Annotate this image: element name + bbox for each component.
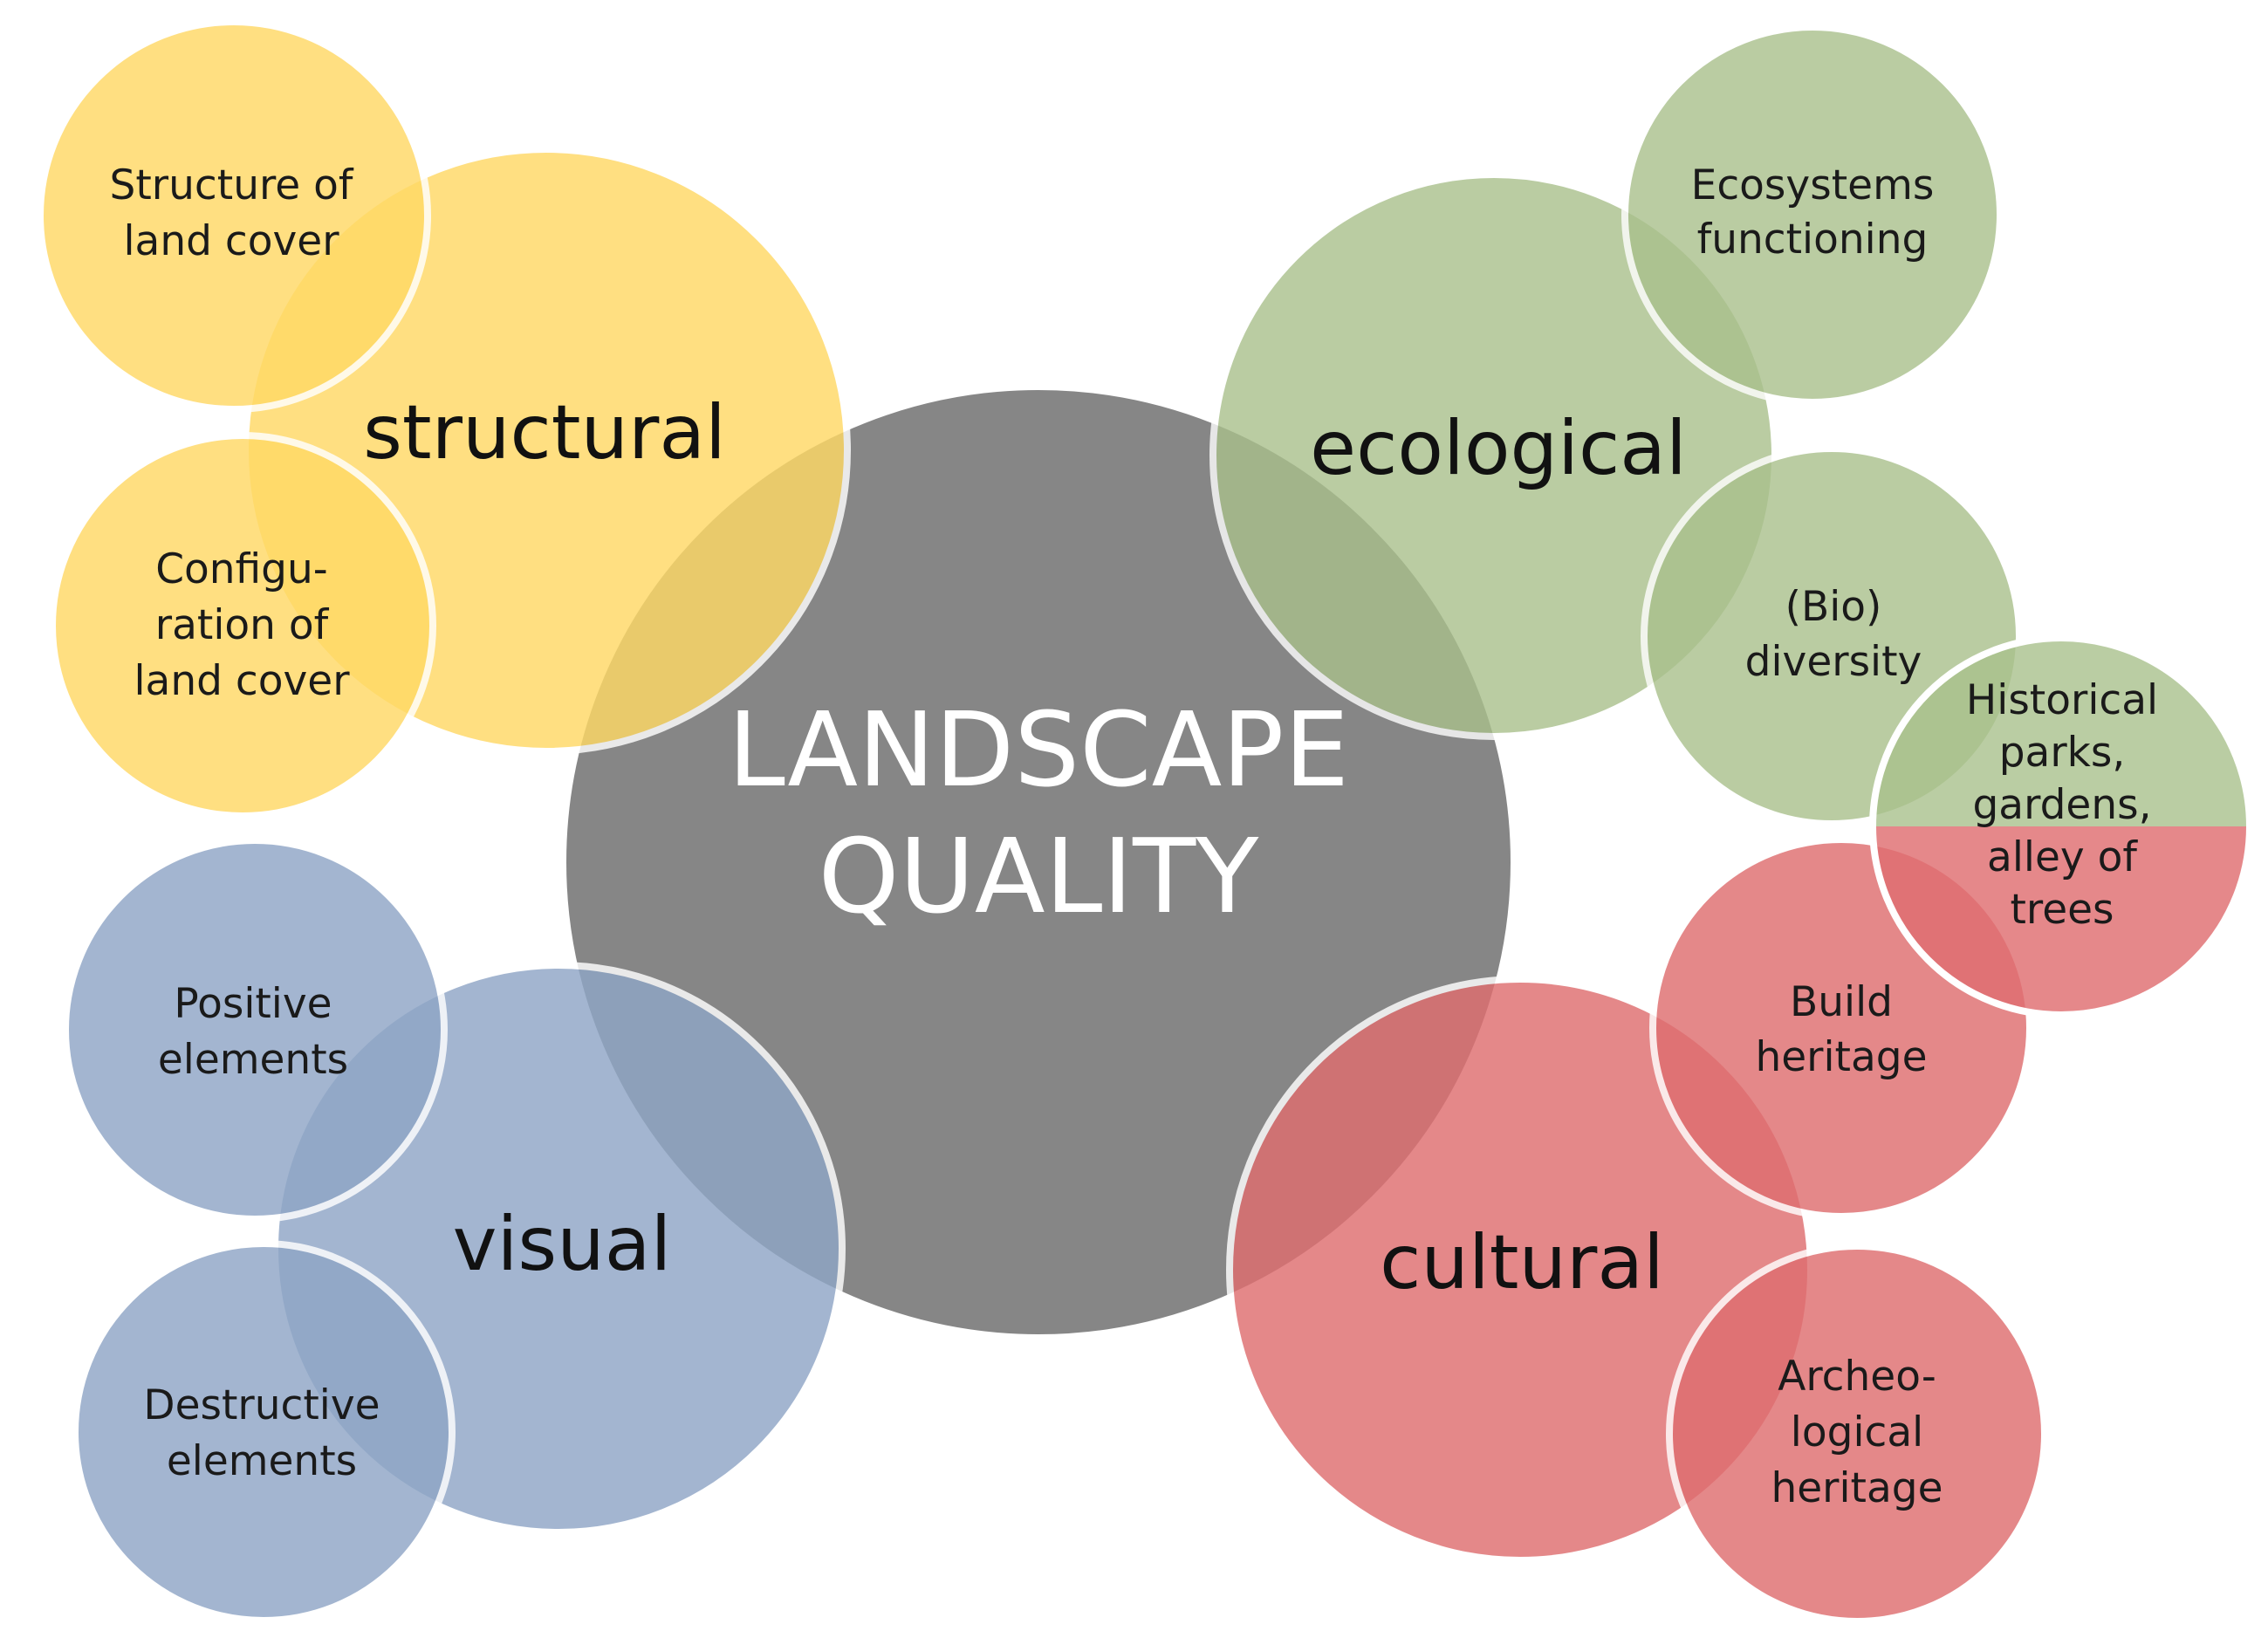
shared-label-line: gardens, [1972, 781, 2151, 829]
shared-label-line: trees [2010, 886, 2114, 934]
build-heritage-label: Build heritage [1755, 978, 1927, 1081]
destructive-elements-label-line: Destructive [143, 1381, 380, 1429]
archeological-heritage-label: Archeo-logical heritage [1771, 1353, 1943, 1512]
build-heritage-label-line: Build [1790, 978, 1893, 1026]
configuration-of-land-cover-circle [49, 432, 436, 819]
build-heritage-label-line: heritage [1755, 1033, 1927, 1081]
configuration-of-land-cover-label: Configu-ration of land cover [134, 545, 350, 705]
shared-label-line: parks, [1999, 729, 2126, 777]
destructive-elements-label-line: elements [167, 1437, 357, 1485]
archeological-heritage-circle [1666, 1243, 2048, 1625]
ecosystems-functioning-label: Ecosystems functioning [1691, 161, 1935, 264]
positive-elements-label-line: elements [158, 1036, 348, 1084]
archeological-heritage-label-line: heritage [1771, 1464, 1943, 1512]
positive-elements-label: Positive elements [158, 980, 348, 1084]
destructive-elements-label: Destructive elements [143, 1381, 380, 1485]
destructive-elements-circle [72, 1240, 456, 1624]
shared-label-line: Historical [1966, 676, 2158, 724]
structure-of-land-cover-circle [37, 18, 431, 413]
positive-elements-label-line: Positive [174, 980, 332, 1028]
shared-circle-bottom-half [1873, 826, 2250, 1015]
biodiversity-label: (Bio) diversity [1745, 583, 1922, 686]
biodiversity-label-line: (Bio) [1785, 583, 1882, 631]
positive-elements-circle [62, 837, 448, 1223]
configuration-of-land-cover-label-line: land cover [134, 657, 350, 705]
archeological-heritage-label-line: logical [1791, 1408, 1923, 1456]
structure-of-land-cover-label: Structure of land cover [110, 161, 354, 265]
shared-circle-top-half [1873, 638, 2250, 826]
ecosystems-functioning-label-line: functioning [1697, 216, 1929, 264]
structure-of-land-cover-label-line: Structure of [110, 161, 354, 209]
shared-circle [1869, 634, 2253, 1018]
biodiversity-label-line: diversity [1745, 638, 1922, 686]
configuration-of-land-cover-label-line: Configu- [155, 545, 328, 593]
shared-circle-outline [1869, 634, 2253, 1018]
ecosystems-functioning-circle [1621, 24, 2004, 406]
center-title-line: LANDSCAPE [728, 689, 1349, 810]
structural-label: structural [363, 389, 726, 476]
cultural-label: cultural [1380, 1219, 1664, 1306]
ecosystems-functioning-label-line: Ecosystems [1691, 161, 1935, 209]
shared-label: Historical parks,gardens,alley of trees [1966, 676, 2158, 934]
configuration-of-land-cover-label-line: ration of [155, 601, 330, 649]
ecological-label: ecological [1310, 405, 1687, 492]
archeological-heritage-label-line: Archeo- [1778, 1353, 1936, 1401]
visual-label: visual [453, 1201, 672, 1288]
structure-of-land-cover-label-line: land cover [123, 217, 339, 265]
shared-label-line: alley of [1987, 833, 2138, 881]
center-title-line: QUALITY [819, 816, 1260, 936]
